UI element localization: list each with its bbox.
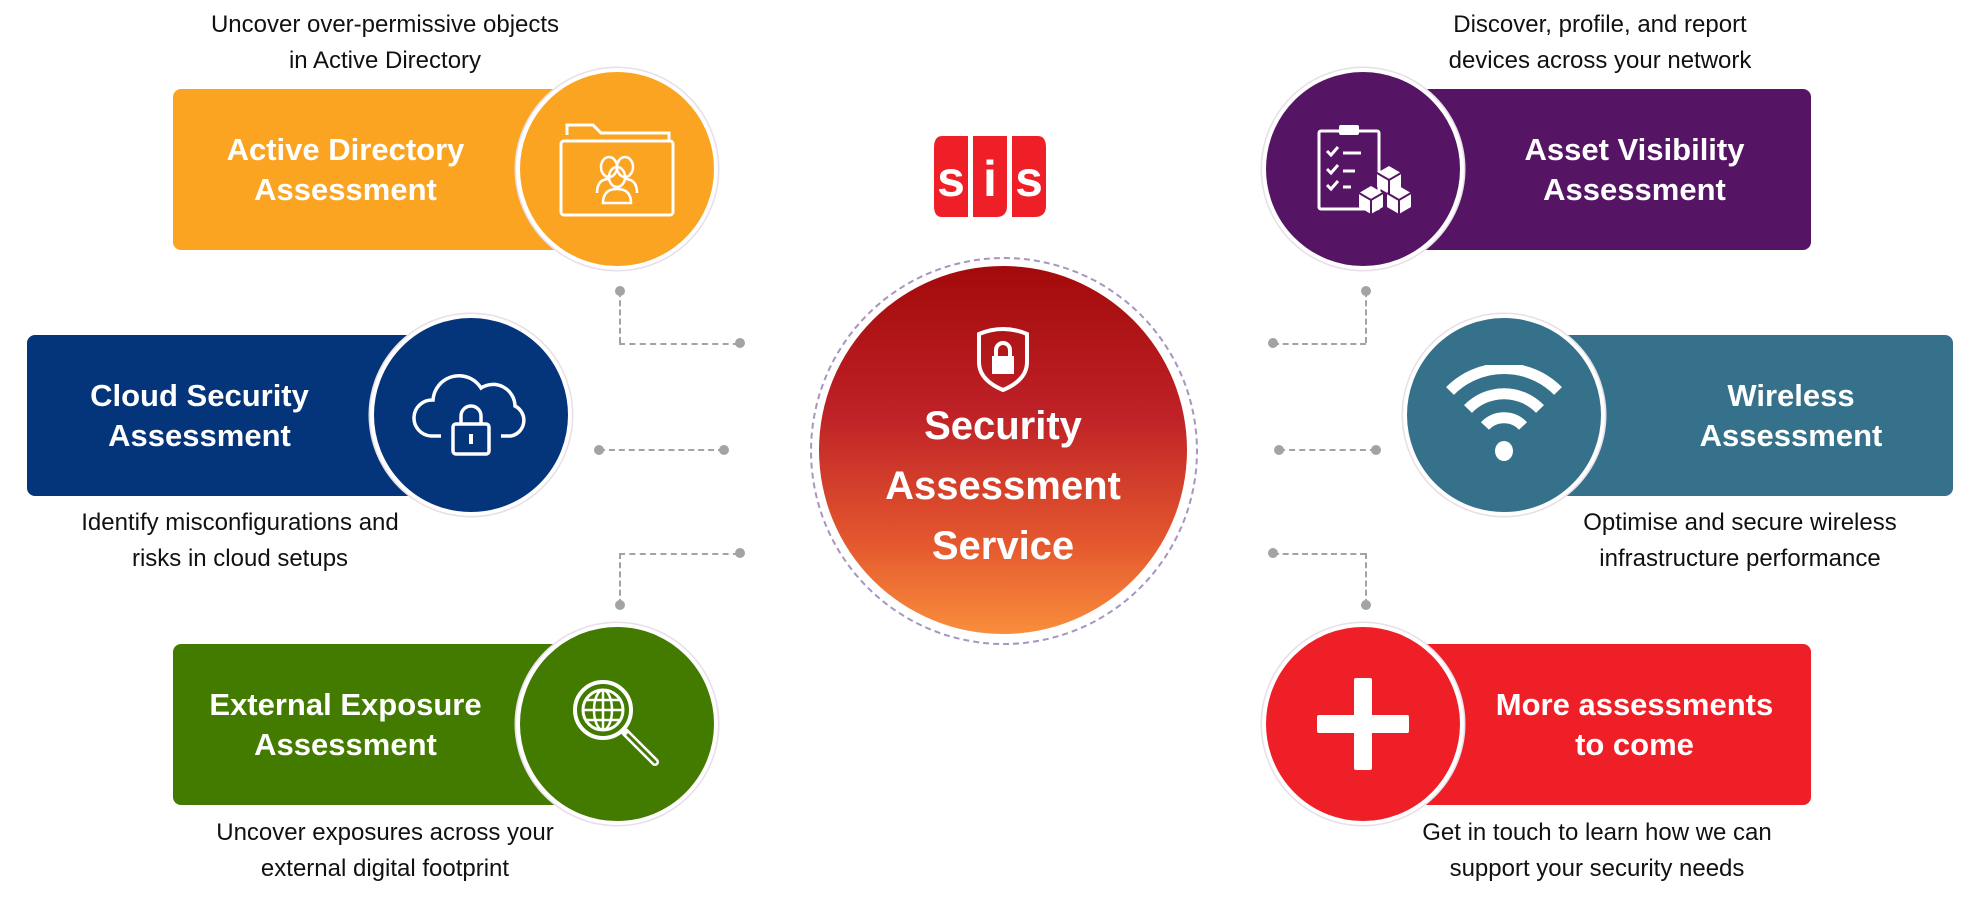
card-title: Active Directory — [226, 131, 465, 167]
connector-line — [619, 343, 739, 345]
card-description: Discover, profile, and report — [1453, 11, 1747, 38]
connector-line — [619, 291, 621, 343]
card-description: support your security needs — [1449, 855, 1745, 882]
card-title: Assessment — [254, 171, 437, 207]
connector-dot — [735, 338, 745, 348]
card-description: infrastructure performance — [1599, 545, 1881, 572]
card-title: Asset Visibility — [1524, 131, 1745, 167]
cloud-lock-icon — [370, 314, 572, 516]
card-description: in Active Directory — [288, 47, 482, 74]
sis-logo: s i s — [934, 136, 1046, 217]
plus-icon — [1262, 623, 1464, 825]
card-description: risks in cloud setups — [131, 545, 349, 572]
svg-text:s: s — [937, 151, 965, 207]
card-description: external digital footprint — [260, 855, 510, 882]
card-description: Uncover exposures across your — [216, 819, 554, 846]
card-title: External Exposure — [209, 686, 482, 722]
center-title-line1: Security — [924, 404, 1082, 448]
wifi-icon — [1403, 314, 1605, 516]
connector-line — [619, 553, 621, 605]
connector-dot — [1268, 338, 1278, 348]
card-title: Assessment — [108, 417, 291, 453]
connector-dot — [719, 445, 729, 455]
card-title: Assessment — [1699, 417, 1883, 453]
clipboard-boxes-icon — [1262, 68, 1464, 270]
connector-dot — [1361, 600, 1371, 610]
connector-dot — [615, 600, 625, 610]
connector-dot — [735, 548, 745, 558]
shield-lock-icon — [975, 326, 1031, 397]
connector-line — [599, 449, 724, 451]
card-title: More assessments — [1495, 686, 1774, 722]
connector-dot — [1371, 445, 1381, 455]
card-title: Cloud Security — [90, 377, 309, 413]
card-description: Optimise and secure wireless — [1583, 509, 1897, 536]
card-title: Assessment — [1543, 171, 1726, 207]
center-title-line3: Service — [931, 524, 1075, 568]
card-title: to come — [1575, 726, 1694, 762]
center-circle: Security Assessment Service — [819, 266, 1187, 634]
connector-line — [1273, 343, 1366, 345]
center-title-line2: Assessment — [885, 464, 1121, 508]
center-dashed-ring — [810, 257, 1198, 645]
card-description: Get in touch to learn how we can — [1422, 819, 1772, 846]
connector-line — [1365, 553, 1367, 605]
connector-line — [619, 553, 739, 555]
connector-line — [1365, 291, 1367, 343]
card-description: devices across your network — [1448, 47, 1752, 74]
card-title: Assessment — [254, 726, 437, 762]
globe-search-icon — [516, 623, 718, 825]
folder-users-icon — [516, 68, 718, 270]
connector-line — [1273, 553, 1366, 555]
card-description: Uncover over-permissive objects — [210, 11, 560, 38]
card-description: Identify misconfigurations and — [81, 509, 399, 536]
card-title: Wireless — [1727, 377, 1855, 413]
connector-line — [1279, 449, 1376, 451]
svg-text:s: s — [1015, 151, 1043, 207]
svg-text:i: i — [983, 151, 997, 207]
